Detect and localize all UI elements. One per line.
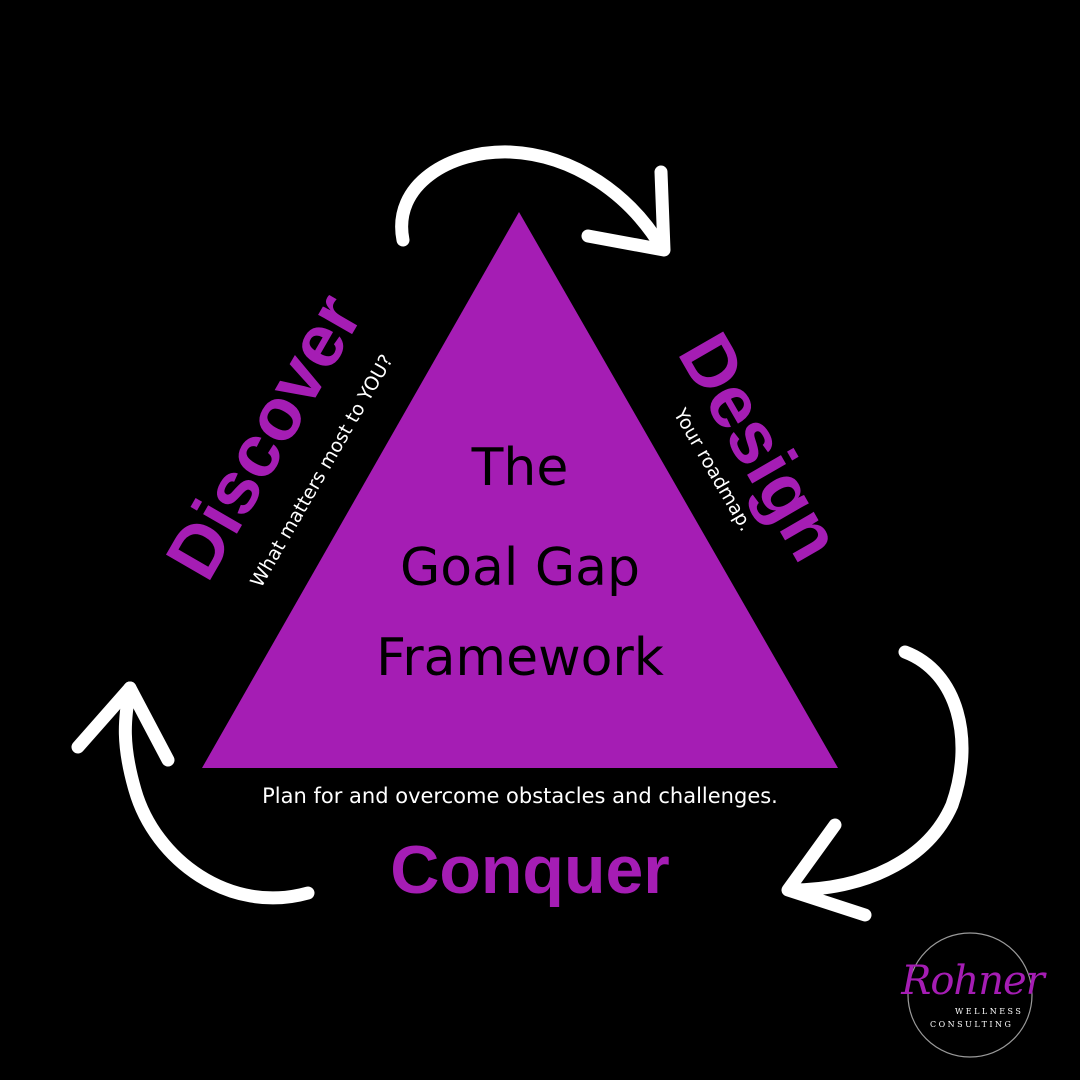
stage-label-conquer: Conquer: [390, 832, 670, 908]
framework-title-line-2: Goal Gap: [399, 538, 641, 598]
framework-title-line-3: Framework: [376, 628, 664, 688]
framework-triangle: [202, 212, 838, 768]
framework-title-line-1: The: [471, 438, 569, 498]
stage-subtitle-conquer: Plan for and overcome obstacles and chal…: [262, 784, 778, 808]
logo-line-consulting: CONSULTING: [930, 1020, 1014, 1029]
logo-line-wellness: WELLNESS: [955, 1007, 1024, 1016]
circle-logo-icon: [907, 932, 1033, 1058]
curved-arrow-icon-right: [781, 645, 969, 922]
logo-name: Rohner: [901, 958, 1045, 1004]
curved-arrow-icon-top: [395, 145, 671, 257]
curved-arrow-icon-left: [71, 681, 315, 905]
